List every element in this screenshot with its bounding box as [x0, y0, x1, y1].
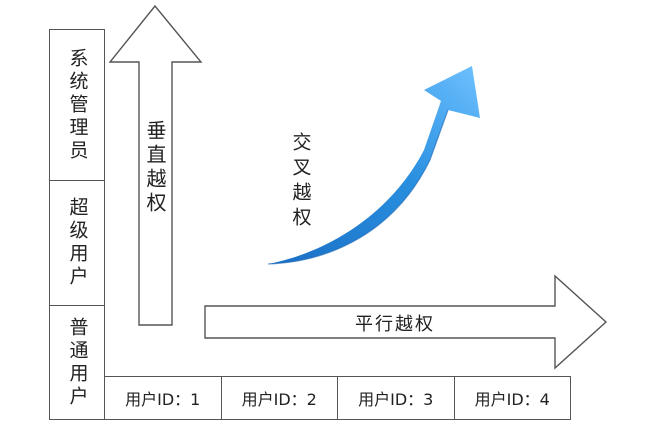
role-label: 普通用户: [66, 316, 89, 409]
user-id-row: 用户ID：1 用户ID：2 用户ID：3 用户ID：4: [105, 376, 571, 420]
cross-arrow-label: 交叉越权: [285, 132, 315, 242]
vertical-arrow-label: 垂直越权: [139, 120, 171, 240]
horizontal-arrow: [204, 274, 608, 370]
role-cell-super-user: 超级用户: [50, 180, 104, 305]
user-id-cell: 用户ID：1: [125, 390, 201, 409]
user-id-cell: 用户ID：3: [337, 377, 454, 419]
role-label: 超级用户: [66, 197, 89, 289]
role-column: 系统管理员 超级用户 普通用户: [49, 29, 105, 420]
role-cell-normal-user: 普通用户: [50, 305, 104, 419]
vertical-label-text: 垂直越权: [143, 120, 167, 216]
role-label: 系统管理员: [66, 47, 89, 163]
vertical-arrow: [108, 4, 203, 326]
user-id-cell: 用户ID：2: [220, 377, 338, 419]
user-id-cell: 用户ID：4: [453, 377, 571, 419]
cross-arrow: [267, 66, 480, 265]
horizontal-arrow-label: 平行越权: [355, 314, 435, 335]
cross-label-text: 交叉越权: [289, 132, 312, 232]
role-cell-system-admin: 系统管理员: [50, 30, 104, 180]
